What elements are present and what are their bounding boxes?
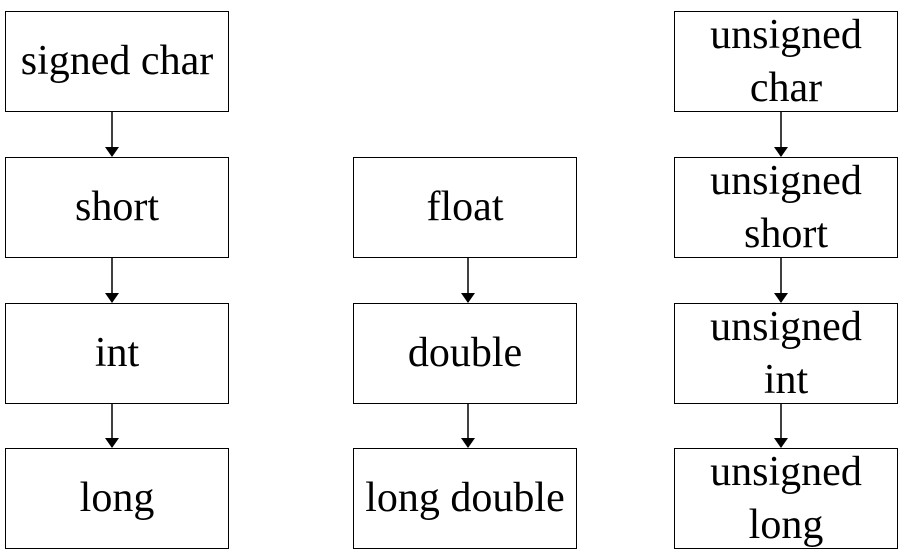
node-long-double: long double (353, 448, 577, 549)
node-label-line: unsigned (710, 448, 862, 495)
node-unsigned-char: unsigned char (674, 11, 898, 112)
node-label-line: unsigned (710, 157, 862, 204)
node-long: long (5, 448, 229, 549)
node-label: unsigned int (710, 301, 862, 407)
node-label-line: unsigned (710, 11, 862, 58)
node-unsigned-int: unsigned int (674, 303, 898, 404)
node-label: int (94, 330, 140, 376)
node-label: long double (365, 475, 565, 521)
node-label-line: unsigned (710, 303, 862, 350)
node-label: unsigned short (710, 155, 862, 261)
node-signed-char: signed char (5, 11, 229, 112)
node-short: short (5, 157, 229, 258)
node-label-line: short (744, 210, 828, 257)
node-label: unsigned char (710, 9, 862, 115)
node-label: signed char (20, 38, 214, 84)
node-label-line: long (748, 501, 824, 548)
node-label: long (79, 475, 155, 521)
node-label: float (426, 184, 504, 230)
node-label-line: char (749, 64, 823, 111)
node-double: double (353, 303, 577, 404)
node-float: float (353, 157, 577, 258)
node-unsigned-long: unsigned long (674, 448, 898, 549)
node-unsigned-short: unsigned short (674, 157, 898, 258)
node-label: double (407, 330, 523, 376)
node-label: short (75, 184, 159, 230)
node-label-line: int (763, 356, 809, 403)
node-label: unsigned long (710, 446, 862, 552)
node-int: int (5, 303, 229, 404)
